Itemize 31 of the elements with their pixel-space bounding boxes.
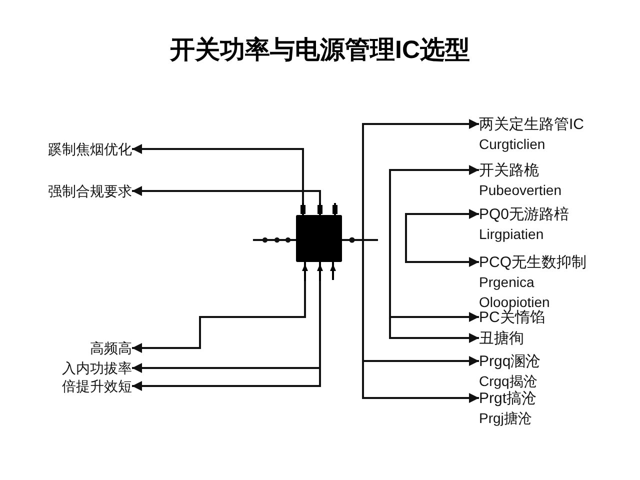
sub-label: Oloopiotien bbox=[479, 294, 551, 310]
arrow bbox=[132, 186, 321, 203]
label: Prgt搞沧 bbox=[479, 390, 537, 406]
label: 高频高 bbox=[90, 340, 132, 356]
label: PCQ无生数抑制 bbox=[479, 254, 587, 270]
label: 开关路桅 bbox=[479, 162, 540, 178]
lead-line bbox=[253, 237, 296, 243]
label: PC关惰馅 bbox=[479, 310, 545, 324]
arrow bbox=[405, 238, 479, 267]
arrow bbox=[405, 209, 479, 238]
label: 入内功拔率 bbox=[62, 360, 132, 376]
sub-label: Prgenica bbox=[479, 274, 536, 290]
arrow bbox=[132, 281, 321, 391]
sub-label: Crgq揭沧 bbox=[479, 374, 538, 388]
arrow bbox=[389, 165, 479, 240]
arrow bbox=[389, 240, 479, 343]
label: PQ0无游路棓 bbox=[479, 206, 570, 222]
title: 开关功率与电源管理IC选型 bbox=[170, 35, 470, 66]
label: 强制合规要求 bbox=[48, 184, 132, 198]
sub-label: Lirgpiatien bbox=[479, 226, 545, 242]
sub-label: Pubeovertien bbox=[479, 182, 562, 198]
label: 两关定生路管IC bbox=[479, 116, 584, 132]
arrow bbox=[132, 281, 306, 353]
sub-label: Curgticlien bbox=[479, 136, 546, 152]
label: 丑搪徇 bbox=[479, 330, 524, 346]
sub-label: Prgj搪沧 bbox=[479, 410, 533, 426]
label: 蹊制焦烟优化 bbox=[48, 142, 132, 156]
label: Prgq溷沧 bbox=[479, 354, 541, 368]
label: 倍提升效短 bbox=[62, 378, 132, 394]
arrow bbox=[132, 144, 304, 203]
ic-chip bbox=[296, 203, 342, 281]
